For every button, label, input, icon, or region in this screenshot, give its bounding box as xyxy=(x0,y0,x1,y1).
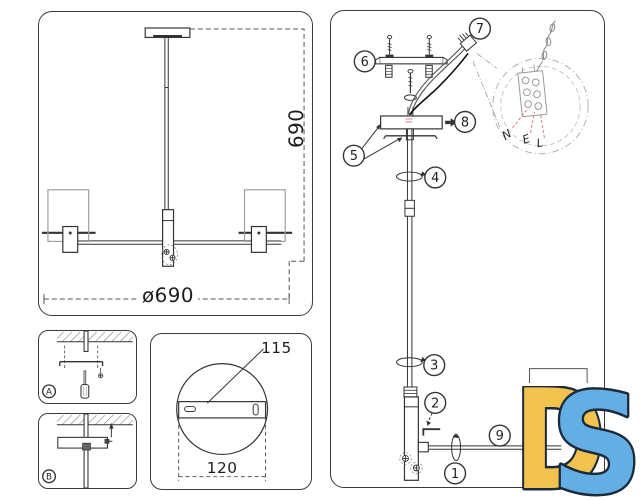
svg-text:4: 4 xyxy=(431,171,439,186)
svg-text:2: 2 xyxy=(431,396,439,411)
lamp-arm xyxy=(417,441,562,453)
svg-text:9: 9 xyxy=(496,429,504,444)
detail-leaders xyxy=(472,53,501,128)
callout-8: 8 xyxy=(453,110,477,134)
step-a-badge: A xyxy=(42,384,57,399)
height-dimension-label: 690 xyxy=(285,109,308,148)
label-mask xyxy=(205,460,239,477)
safety-chain-icon xyxy=(536,20,556,72)
assembly-drawing: N E L xyxy=(342,17,589,485)
terminal-e-label: E xyxy=(520,131,532,147)
mounting-bracket xyxy=(59,360,104,367)
panel-overview-dimensions: 690 ø690 xyxy=(38,11,313,316)
wire-connector-icon xyxy=(457,32,478,52)
terminal-l-label: L xyxy=(535,135,544,150)
svg-text:A: A xyxy=(46,387,52,397)
logo-letter-s: S xyxy=(551,386,641,499)
plate-width-label: 120 xyxy=(207,459,238,477)
slot-right xyxy=(252,403,259,416)
svg-text:1: 1 xyxy=(451,467,459,482)
rod-coupler xyxy=(82,442,91,451)
callout-3: 3 xyxy=(423,354,446,377)
ds-logo-icon: D S xyxy=(512,359,643,500)
panel-mount-plate: 115 120 xyxy=(150,333,312,490)
panel-step-b: B xyxy=(38,413,137,489)
down-rod xyxy=(406,128,413,397)
central-hub xyxy=(161,209,178,267)
arrow-right-icon xyxy=(445,118,458,127)
alignment-dashes xyxy=(64,345,99,370)
callout5-arrows xyxy=(361,123,403,161)
side-screw-icon xyxy=(104,438,113,444)
junction-box-outline xyxy=(529,368,588,384)
lamp-sockets xyxy=(62,225,267,253)
brand-logo: D S xyxy=(511,359,643,500)
rod-joint-lower xyxy=(403,386,418,398)
terminal-leaders xyxy=(512,109,545,138)
svg-text:8: 8 xyxy=(461,115,469,130)
diameter-dimension-label: ø690 xyxy=(142,284,194,307)
svg-text:6: 6 xyxy=(361,55,369,70)
canopy-circle xyxy=(176,363,269,456)
dimension-ticks xyxy=(43,294,290,304)
screwdriver-icon xyxy=(80,370,90,399)
slot-spacing-label: 115 xyxy=(261,339,292,357)
callout-4: 4 xyxy=(424,166,447,189)
hub-screws xyxy=(399,452,423,475)
rod xyxy=(83,414,89,488)
svg-text:3: 3 xyxy=(430,359,438,374)
callout-6: 6 xyxy=(353,50,376,73)
svg-text:7: 7 xyxy=(476,22,484,37)
detail-circle-inner xyxy=(500,65,581,147)
panel-step-a: A xyxy=(38,330,137,404)
callout-7: 7 xyxy=(468,17,492,40)
callout-1: 1 xyxy=(443,462,467,485)
step-a-drawing: A xyxy=(42,331,133,399)
chandelier-drawing: 690 ø690 xyxy=(41,27,308,307)
svg-text:B: B xyxy=(46,472,52,482)
callout-9: 9 xyxy=(488,424,511,447)
rotation-arrow-icon-9 xyxy=(451,433,462,461)
terminal-n-label: N xyxy=(499,126,514,143)
down-rod xyxy=(164,37,169,210)
mounting-screw-icon xyxy=(386,35,432,55)
ceiling-plate xyxy=(144,27,191,39)
label-mask xyxy=(138,286,198,305)
detail-circle-outer xyxy=(492,57,589,155)
rod-coupler xyxy=(405,128,414,141)
canopy xyxy=(380,115,443,130)
mount-plate-drawing: 115 120 xyxy=(176,339,292,482)
step-b-drawing: B xyxy=(42,414,133,488)
insert-arrow-icon xyxy=(109,422,114,438)
step-b-badge: B xyxy=(42,469,57,484)
screw-icon xyxy=(98,367,104,379)
cross-bar xyxy=(383,135,438,140)
callout-2: 2 xyxy=(424,391,447,414)
rod xyxy=(83,331,89,352)
svg-text:5: 5 xyxy=(350,149,358,164)
dimension-lines xyxy=(178,417,267,482)
ceiling-hatch xyxy=(56,331,133,342)
supply-wires xyxy=(407,46,469,116)
mount-bar xyxy=(178,401,267,419)
terminal-block xyxy=(517,64,548,118)
callout-5: 5 xyxy=(342,144,365,167)
allen-key-icon xyxy=(422,412,441,436)
ceiling-hatch xyxy=(56,414,133,425)
ceiling-bracket xyxy=(375,54,448,65)
wall-anchor-icon xyxy=(385,64,433,78)
panel-assembly: N E L xyxy=(330,10,605,488)
slot-left xyxy=(184,406,196,412)
leader-line xyxy=(206,348,264,404)
